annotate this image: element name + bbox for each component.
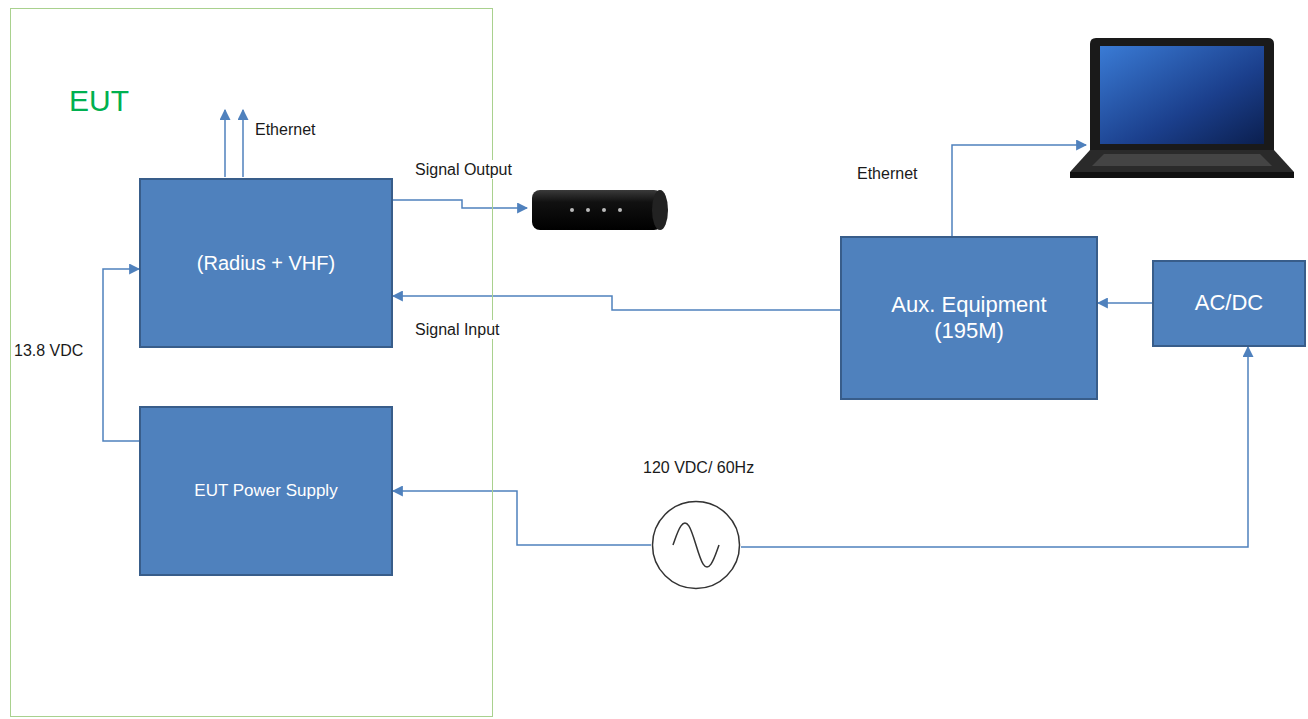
box-label: AC/DC (1195, 290, 1263, 316)
power-supply-box: EUT Power Supply (139, 406, 393, 576)
connector (393, 491, 651, 545)
ethernet-wire (242, 110, 244, 177)
radio-box: (Radius + VHF) (139, 178, 393, 348)
connector (1098, 302, 1152, 304)
ethernet-wire (224, 110, 226, 177)
ethernet-wire (952, 145, 1086, 236)
eut-boundary: EUT (Radius + VHF) EUT Power Supply (10, 8, 493, 717)
ac-source: 120 VDC/ 60Hz (651, 500, 741, 590)
load-cylinder (532, 190, 668, 230)
connector (103, 269, 139, 441)
signal-label: Ethernet (855, 164, 919, 183)
ac-source-symbol (651, 500, 741, 590)
connector-label: Signal Input (413, 320, 502, 339)
signal-label: Signal Output (413, 160, 514, 179)
ac-dc-box: AC/DC (1152, 260, 1306, 347)
laptop-icon (1070, 38, 1294, 178)
box-label: Aux. Equipment (195M) (882, 292, 1057, 345)
box-label: EUT Power Supply (194, 481, 337, 501)
connector (393, 296, 840, 310)
aux-equipment-box: Aux. Equipment (195M) (840, 236, 1098, 400)
signal-output-wire (392, 200, 527, 208)
signal-label: Ethernet (253, 120, 317, 139)
source-label: 120 VDC/ 60Hz (641, 458, 756, 477)
connector-label: 13.8 VDC (12, 341, 85, 360)
box-label: (Radius + VHF) (197, 251, 335, 275)
group-title: EUT (69, 83, 129, 119)
